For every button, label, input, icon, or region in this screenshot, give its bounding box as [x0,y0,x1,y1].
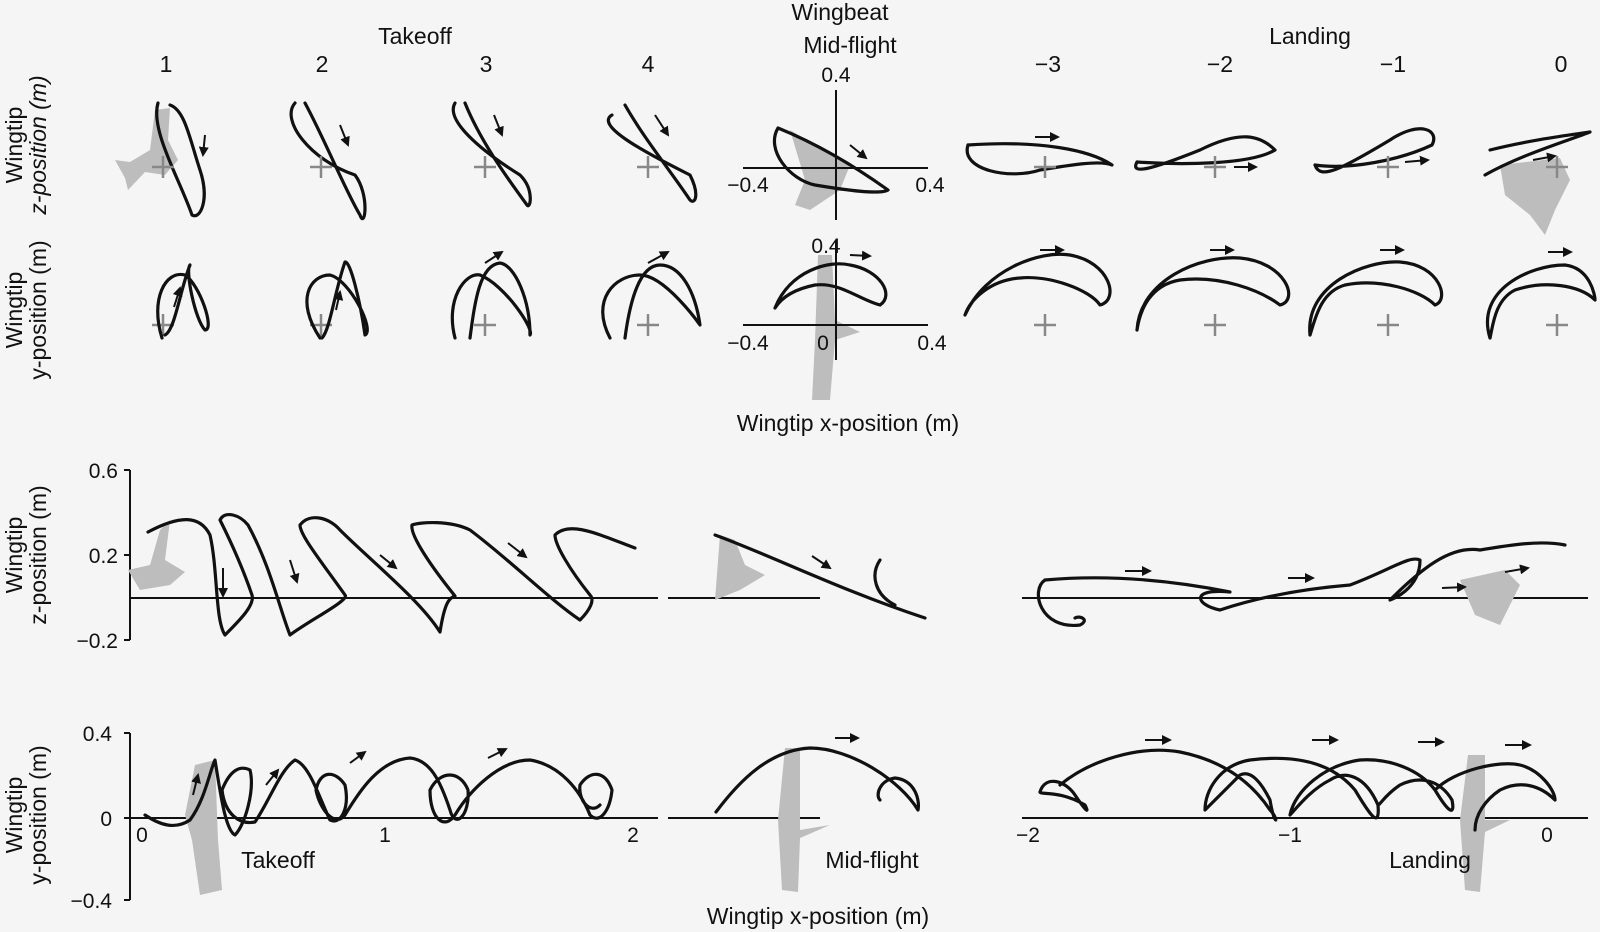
beat-m2: −2 [1207,51,1233,77]
body-center-crosses [152,156,1568,336]
bird-silhouette-icon [128,520,185,590]
beat-2: 2 [316,51,329,77]
svg-text:0.4: 0.4 [83,723,113,746]
bird-silhouette-icon [1500,158,1570,235]
top-y-arrows [172,245,1573,311]
svg-text:0.2: 0.2 [89,545,118,568]
bird-silhouette-icon [1460,755,1510,892]
svg-text:0: 0 [136,824,148,847]
svg-text:−1: −1 [1278,824,1302,847]
svg-text:y-position (m): y-position (m) [25,240,51,379]
midflight-z-axes: 0.4 −0.4 0.4 [727,64,945,220]
wingbeat-label: Wingbeat [791,0,889,25]
svg-text:−0.4: −0.4 [71,890,113,913]
beat-1: 1 [160,51,173,77]
svg-text:1: 1 [379,824,391,847]
svg-text:−0.2: −0.2 [77,630,118,653]
bird-silhouette-icon [715,535,765,600]
beat-m3: −3 [1035,51,1061,77]
svg-text:2: 2 [627,824,639,847]
svg-text:0.4: 0.4 [821,64,851,87]
top-z-arrows [198,114,1557,172]
top-z-ylabel: Wingtip z-position (m) [1,75,51,215]
svg-text:y-position (m): y-position (m) [25,745,51,884]
svg-text:0.4: 0.4 [917,332,947,355]
bird-silhouette-icon [778,748,830,892]
midflight-y-axes: 0.4 −0.4 0 0.4 [727,235,947,360]
svg-text:−2: −2 [1016,824,1040,847]
bottom-z-axes: 0.6 0.2 −0.2 [77,460,1588,653]
bottom-y-traces [143,746,1557,837]
beat-m1: −1 [1380,51,1406,77]
svg-text:−0.4: −0.4 [727,174,769,197]
top-y-traces [156,252,1597,340]
bottom-xlabel: Wingtip x-position (m) [707,903,929,929]
top-xlabel: Wingtip x-position (m) [737,410,959,436]
panel-label-landing: Landing [1389,847,1471,873]
bottom-y-ylabel: Wingtip y-position (m) [1,745,51,884]
bird-silhouette-icon [115,108,178,190]
svg-text:−0.4: −0.4 [727,332,769,355]
bottom-y-axes: 0.4 0 −0.4 0 1 2 −2 −1 0 [71,723,1588,913]
top-y-ylabel: Wingtip y-position (m) [1,240,51,379]
svg-text:0.4: 0.4 [811,235,841,258]
bottom-z-traces [146,512,1567,637]
bird-silhouette-icon [185,760,222,895]
top-z-traces [155,101,1592,220]
panel-label-midflight: Mid-flight [825,847,919,873]
svg-text:z-position (m): z-position (m) [25,75,51,215]
bottom-z-ylabel: Wingtip z-position (m) [1,485,51,624]
wingbeat-numbers: 1 2 3 4 −3 −2 −1 0 [160,51,1568,77]
beat-4: 4 [642,51,655,77]
panel-label-takeoff: Takeoff [241,847,315,873]
beat-0: 0 [1555,51,1568,77]
svg-text:Wingtip: Wingtip [1,272,27,349]
bird-silhouette-icon [790,130,850,210]
landing-header: Landing [1269,23,1351,49]
bottom-y-arrows [191,733,1532,796]
svg-text:0.6: 0.6 [89,460,118,483]
svg-text:Wingtip: Wingtip [1,517,27,594]
svg-text:0: 0 [100,808,112,831]
midflight-header: Mid-flight [803,32,897,58]
svg-text:0: 0 [1541,824,1553,847]
bird-silhouette-icon [1460,570,1520,625]
beat-3: 3 [480,51,493,77]
svg-text:0: 0 [817,332,829,355]
svg-text:z-position (m): z-position (m) [25,485,51,624]
svg-text:Wingtip: Wingtip [1,107,27,184]
svg-text:Wingtip: Wingtip [1,777,27,854]
bottom-z-arrows [218,542,1530,598]
takeoff-header: Takeoff [378,23,452,49]
svg-text:0.4: 0.4 [915,174,945,197]
